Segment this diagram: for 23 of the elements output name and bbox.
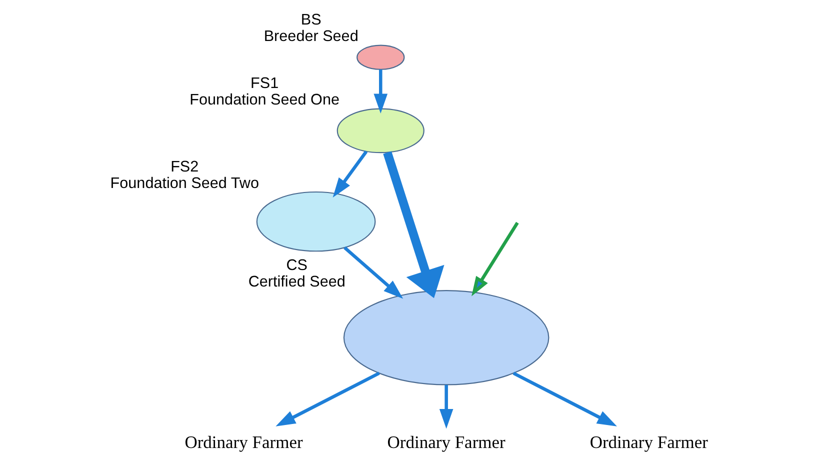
node-label: BS <box>300 12 321 29</box>
node-label: Foundation Seed One <box>189 92 339 109</box>
node-ellipse <box>256 191 376 252</box>
arrow <box>512 372 616 426</box>
node-label: Breeder Seed <box>263 28 358 46</box>
arrow <box>471 222 518 296</box>
arrow <box>438 384 453 429</box>
arrow <box>275 372 380 426</box>
node-label: Certified Seed <box>248 273 345 290</box>
node-text: Ordinary Farmer <box>386 432 505 452</box>
node-label: FS1 <box>250 75 278 92</box>
node-label: CS <box>286 256 308 274</box>
node-label: Foundation Seed Two <box>110 174 258 192</box>
node-label: FS2 <box>170 158 198 176</box>
arrow <box>382 151 444 298</box>
arrow <box>343 246 403 299</box>
node-ellipse <box>336 108 424 154</box>
node-ellipse <box>342 290 549 386</box>
arrow <box>332 150 368 198</box>
node-text: Ordinary Farmer <box>184 432 302 452</box>
node-text: Ordinary Farmer <box>589 432 708 452</box>
arrow <box>373 70 388 114</box>
node-ellipse <box>356 44 404 70</box>
